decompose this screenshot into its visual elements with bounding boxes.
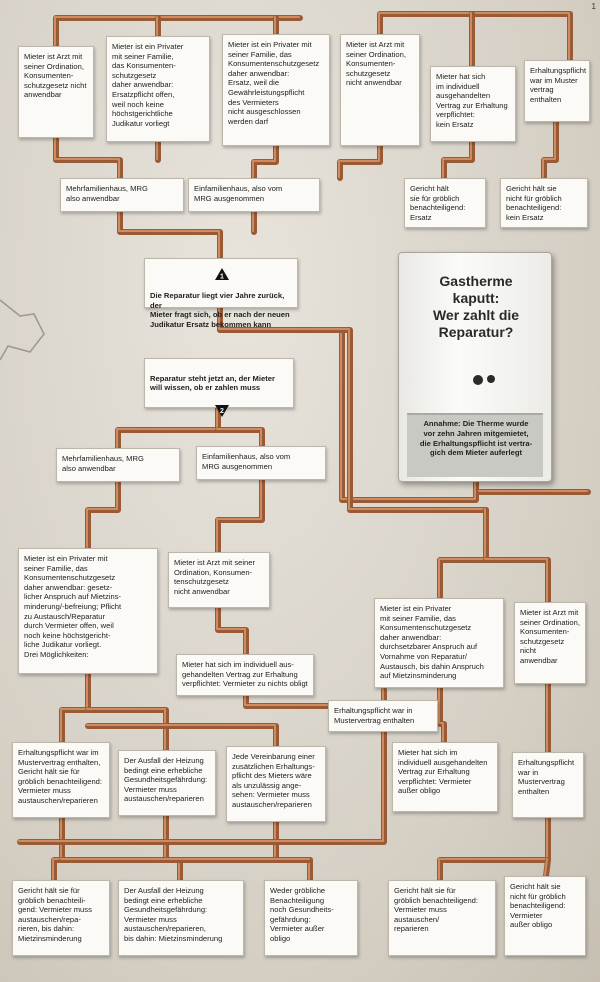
pipe-highlight xyxy=(116,406,218,448)
scenario-1-text: Die Reparatur liegt vier Jahre zurück, d… xyxy=(150,291,290,329)
pipe-segment xyxy=(273,819,313,883)
pipe-highlight xyxy=(86,724,276,746)
heater-title: Gastherme kaputt: Wer zahlt die Reparatu… xyxy=(432,273,520,340)
pipe-highlight xyxy=(544,858,548,876)
pipe-highlight xyxy=(54,136,120,178)
node-individuell-kein-ersatz: Mieter hat sich im individuell ausgehand… xyxy=(430,66,516,142)
scenario-2-text: Reparatur steht jetzt an, der Mieter wil… xyxy=(150,373,275,393)
pipe-highlight xyxy=(438,686,444,742)
node-privater-drei-moeglichkeiten: Mieter ist ein Privater mit seiner Famil… xyxy=(18,548,158,674)
pipe-highlight xyxy=(118,210,220,258)
node-privater-ersatz: Mieter ist ein Privater mit seiner Famil… xyxy=(222,34,330,146)
pipe-highlight xyxy=(542,120,556,178)
warning-icon-1: 1 xyxy=(215,258,229,282)
node-scenario-2: Reparatur steht jetzt an, der Mieter wil… xyxy=(144,358,294,417)
pipe-segment xyxy=(85,723,279,749)
pipe-highlight xyxy=(244,694,328,706)
node-gericht-kein-ersatz: Gericht hält sie nicht für gröblich bena… xyxy=(500,178,588,228)
heater-panel xyxy=(407,413,543,477)
node-weder-noch: Weder gröbliche Benachteiligung noch Ges… xyxy=(264,880,358,956)
warning-icon-2: 2 xyxy=(215,395,229,419)
node-mustervertrag-middle: Erhaltungspflicht war in Mustervertrag e… xyxy=(328,700,438,732)
node-arzt-top-right: Mieter ist Arzt mit seiner Ordination, K… xyxy=(340,34,420,146)
node-arzt-middle: Mieter ist Arzt mit seiner Ordination, K… xyxy=(168,552,270,608)
pipe-highlight xyxy=(338,144,380,178)
node-mustervertrag-top: Erhaltungspflicht war im Muster vertrag … xyxy=(524,60,590,122)
node-gericht-reparieren: Gericht hält sie für gröblich benachteil… xyxy=(388,880,496,956)
node-mustervertrag-right: Erhaltungspflicht war in Mustervertrag e… xyxy=(512,752,584,818)
pipe-highlight xyxy=(216,428,262,446)
pipe-segment xyxy=(215,427,265,449)
knob-icon xyxy=(473,375,483,385)
pipe-highlight xyxy=(484,558,548,602)
pipe-segment xyxy=(437,507,489,601)
marker-1: 1 xyxy=(220,273,224,280)
node-privater-anspruch-reparatur: Mieter ist ein Privater mit seiner Famil… xyxy=(374,598,504,688)
node-gericht-ersatz: Gericht hält sie für gröblich benachteil… xyxy=(404,178,486,228)
pipe-segment xyxy=(543,857,551,879)
node-einfamilienhaus-1: Einfamilienhaus, also vom MRG ausgenomme… xyxy=(188,178,320,212)
page-number: 1 xyxy=(591,2,596,11)
pipe-highlight xyxy=(18,730,384,842)
pipe-highlight xyxy=(86,480,118,548)
pipe-segment xyxy=(483,557,551,605)
pipe-segment xyxy=(117,209,223,261)
node-mehrfamilienhaus-1: Mehrfamilienhaus, MRG also anwendbar xyxy=(60,178,184,212)
pipe-highlight xyxy=(218,306,486,510)
pipe-highlight xyxy=(438,816,548,880)
pipe-highlight xyxy=(216,478,262,552)
node-gericht-mietzinsminderung: Gericht hält sie für gröblich benachteil… xyxy=(12,880,110,956)
marker-2: 2 xyxy=(220,408,224,415)
gas-heater: Gastherme kaputt: Wer zahlt die Reparatu… xyxy=(398,252,552,482)
pipe-highlight xyxy=(86,708,166,750)
node-arzt-right: Mieter ist Arzt mit seiner Ordination, K… xyxy=(514,602,586,684)
node-individuell-ausser-obligo-1: Mieter hat sich im individuell aus- geha… xyxy=(176,654,314,696)
node-gericht-ausser-obligo: Gericht hält sie nicht für gröblich bena… xyxy=(504,876,586,956)
pipe-highlight xyxy=(54,16,300,46)
pipe-segment xyxy=(215,605,249,657)
knob-icon xyxy=(487,375,495,383)
pipe-highlight xyxy=(442,140,472,178)
node-mehrfamilienhaus-2: Mehrfamilienhaus, MRG also anwendbar xyxy=(56,448,180,482)
pipe-highlight xyxy=(274,820,310,880)
pipe-segment xyxy=(215,477,265,555)
node-individuell-ausser-obligo-2: Mieter hat sich im individuell ausgehand… xyxy=(392,742,498,812)
node-scenario-1: 1 Die Reparatur liegt vier Jahre zurück,… xyxy=(144,258,298,329)
node-arzt-top-left: Mieter ist Arzt mit seiner Ordination, K… xyxy=(18,46,94,138)
pipe-highlight xyxy=(60,672,88,742)
pipe-segment xyxy=(437,815,551,883)
wall-crack xyxy=(0,299,45,361)
node-mustervertrag-groeblich: Erhaltungspflicht war im Mustervertrag e… xyxy=(12,742,110,818)
node-gesundheitsgefaehrdung-1: Der Ausfall der Heizung bedingt eine erh… xyxy=(118,750,216,816)
pipe-segment xyxy=(163,813,183,883)
pipe-highlight xyxy=(216,606,246,654)
heater-assumption: Annahme: Die Therme wurde vor zehn Jahre… xyxy=(419,419,533,458)
pipe-highlight xyxy=(252,144,276,178)
pipe-segment xyxy=(85,479,121,551)
node-gesundheitsgefaehrdung-2: Der Ausfall der Heizung bedingt eine erh… xyxy=(118,880,244,956)
pipe-highlight xyxy=(52,816,62,880)
node-einfamilienhaus-2: Einfamilienhaus, also vom MRG ausgenomme… xyxy=(196,446,326,480)
pipe-highlight xyxy=(438,508,486,598)
node-unzulaessig: Jede Vereinbarung einer zusätzlichen Erh… xyxy=(226,746,326,822)
node-privater-ersatzpflicht-offen: Mieter ist ein Privater mit seiner Famil… xyxy=(106,36,210,142)
